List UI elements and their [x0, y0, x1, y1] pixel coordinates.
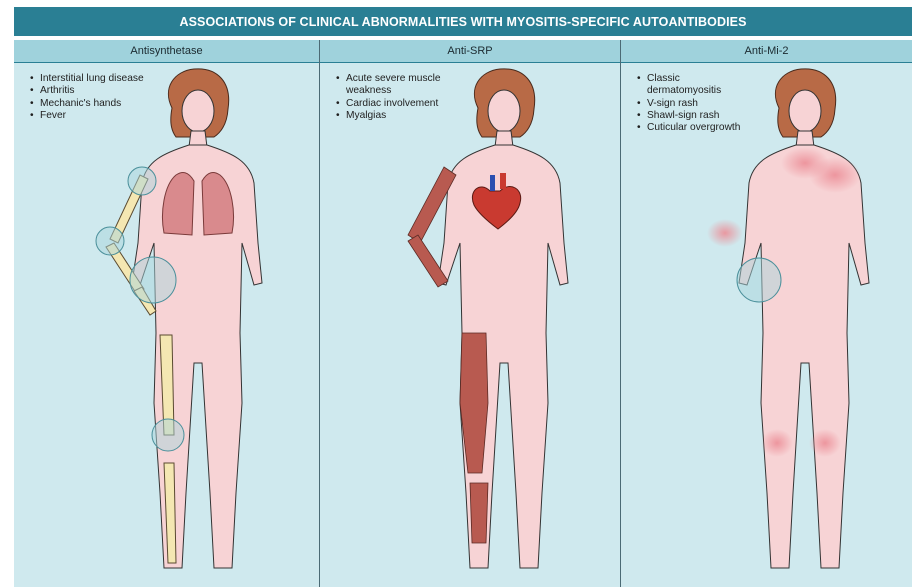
right-knee-rash: [809, 429, 841, 457]
panel-heading: Anti-Mi-2: [621, 40, 912, 62]
panel-body: Interstitial lung disease Arthritis Mech…: [14, 62, 319, 587]
leg-muscles-icon: [460, 333, 488, 543]
hand-joint-circle: [130, 257, 176, 303]
panel-heading: Antisynthetase: [14, 40, 319, 62]
panel-body: Classic dermatomyositis V-sign rash Shaw…: [621, 62, 912, 587]
hand-highlight-circle: [737, 258, 781, 302]
panel-body: Acute severe muscle weakness Cardiac inv…: [320, 62, 620, 587]
panel-anti-mi-2: Anti-Mi-2 Classic dermatomyositis V-sign…: [620, 40, 912, 587]
panel-antisynthetase: Antisynthetase Interstitial lung disease…: [14, 40, 319, 587]
shoulder-joint-circle: [128, 167, 156, 195]
panels-row: Antisynthetase Interstitial lung disease…: [14, 40, 912, 587]
body-figure-anti-srp: [320, 63, 621, 588]
body-figure-anti-mi-2: [621, 63, 912, 588]
knee-joint-circle: [152, 419, 184, 451]
panel-anti-srp: Anti-SRP Acute severe muscle weakness Ca…: [319, 40, 620, 587]
body-outline: [132, 90, 262, 568]
panel-heading: Anti-SRP: [320, 40, 620, 62]
figure-title: ASSOCIATIONS OF CLINICAL ABNORMALITIES W…: [14, 7, 912, 36]
shawl-sign-rash: [809, 157, 861, 193]
elbow-rash: [707, 219, 743, 247]
body-figure-antisynthetase: [14, 63, 319, 588]
left-knee-rash: [761, 429, 793, 457]
body-outline: [438, 90, 568, 568]
elbow-joint-circle: [96, 227, 124, 255]
